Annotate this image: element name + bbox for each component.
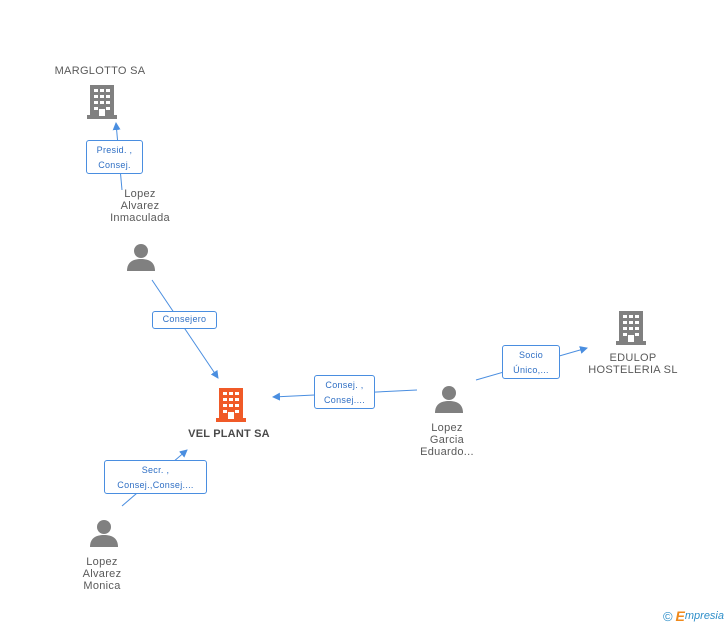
relation-label-socio[interactable]: Socio Único,...: [502, 345, 560, 379]
relation-label-consejero[interactable]: Consejero: [152, 311, 217, 329]
company-name-velplant[interactable]: VEL PLANT SA: [188, 428, 270, 440]
company-name-edulop[interactable]: EDULOP HOSTELERIA SL: [588, 352, 678, 376]
building-icon[interactable]: [216, 387, 246, 428]
building-icon[interactable]: [87, 84, 117, 125]
company-name-marglotto: MARGLOTTO SA: [54, 65, 146, 77]
building-icon[interactable]: [616, 310, 646, 351]
person-name-monica[interactable]: Lopez Alvarez Monica: [82, 556, 122, 592]
brand-initial: E: [675, 608, 685, 624]
person-name-eduardo[interactable]: Lopez Garcia Eduardo...: [420, 422, 474, 458]
relation-label-consej-eduardo[interactable]: Consej. , Consej....: [314, 375, 375, 409]
brand-name: mpresia: [684, 610, 724, 622]
person-icon[interactable]: [434, 384, 464, 419]
relation-label-presid[interactable]: Presid. , Consej.: [86, 140, 143, 174]
person-icon[interactable]: [89, 518, 119, 553]
copyright-symbol: ©: [662, 608, 673, 624]
person-name-inmaculada[interactable]: Lopez Alvarez Inmaculada: [110, 188, 170, 224]
person-icon[interactable]: [126, 242, 156, 277]
edge-inmaculada-velplant: [151, 279, 219, 379]
relation-label-secr[interactable]: Secr. , Consej.,Consej....: [104, 460, 207, 494]
empresia-logo: © E mpresia: [663, 608, 724, 624]
